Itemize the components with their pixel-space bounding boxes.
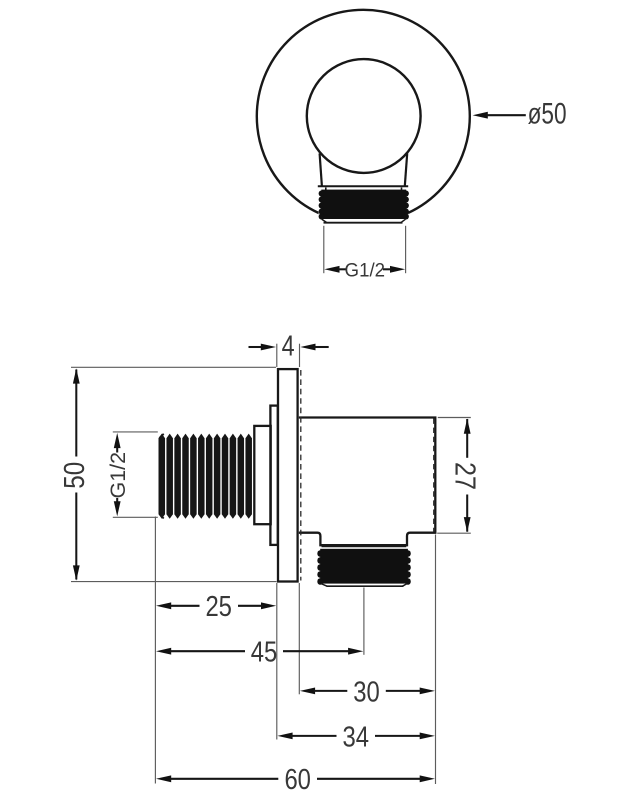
svg-text:30: 30: [353, 676, 380, 708]
svg-text:34: 34: [343, 721, 370, 753]
svg-text:50: 50: [59, 462, 91, 489]
svg-text:45: 45: [251, 637, 278, 669]
svg-text:4: 4: [282, 330, 295, 362]
svg-text:25: 25: [205, 591, 232, 623]
svg-text:G1/2: G1/2: [345, 259, 386, 281]
svg-text:ø50: ø50: [528, 98, 567, 131]
svg-text:60: 60: [284, 764, 311, 796]
svg-text:27: 27: [449, 462, 481, 490]
svg-text:G1/2: G1/2: [106, 452, 130, 499]
